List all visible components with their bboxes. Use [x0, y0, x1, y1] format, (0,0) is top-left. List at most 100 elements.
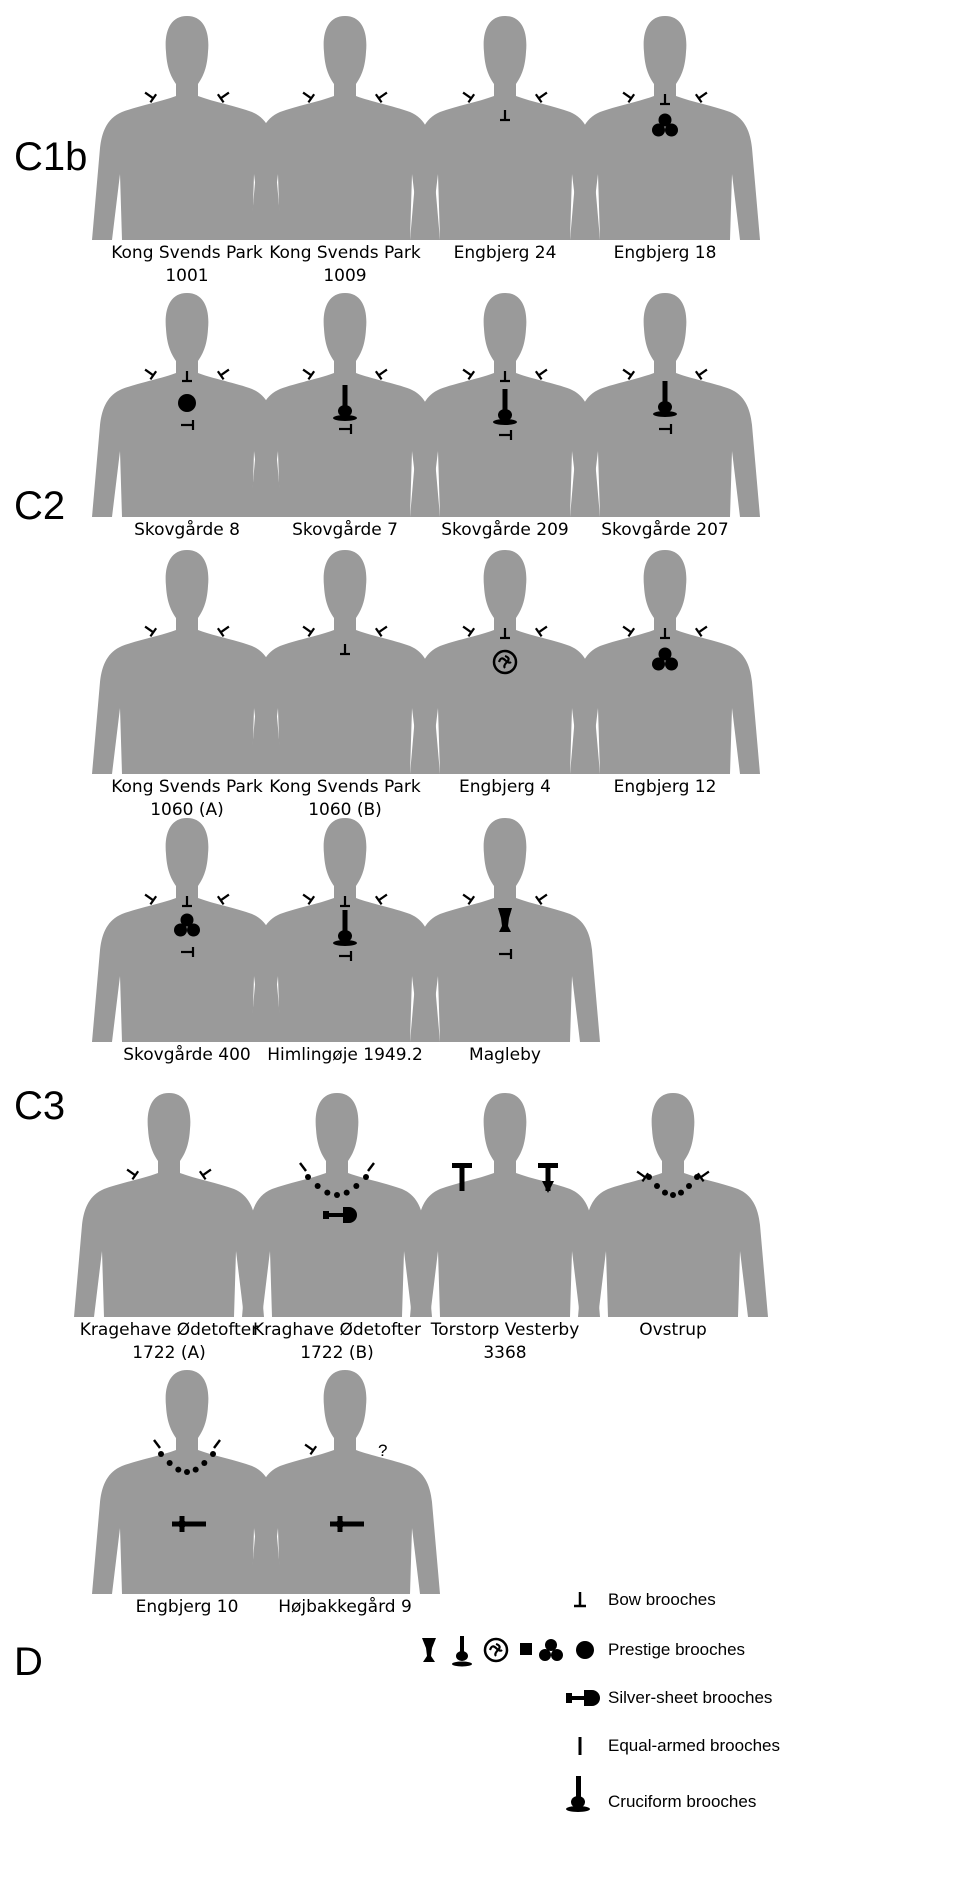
torso-silhouette [570, 293, 760, 517]
brooch-symbols [302, 368, 388, 434]
caption-line1: Engbjerg 12 [613, 777, 717, 797]
figure-caption: Skovgårde 209 [400, 519, 610, 542]
caption-line2: 1060 (A) [150, 800, 224, 820]
brooch-symbols [622, 625, 708, 671]
figure-caption: Engbjerg 10 [82, 1596, 292, 1619]
brooch-symbols [622, 91, 708, 137]
torso-silhouette [250, 550, 440, 774]
grave-figure: Skovgårde 8 [82, 285, 292, 542]
caption-line2: 1001 [165, 266, 209, 286]
figure-caption: Kragehave Ødetofter 1722 (A) [64, 1319, 274, 1365]
grave-figure: Magleby [400, 810, 610, 1067]
torso-silhouette [410, 1093, 600, 1317]
brooch-symbols [636, 1170, 710, 1198]
caption-line1: Skovgårde 8 [134, 520, 240, 540]
brooch-symbols [144, 893, 230, 957]
grave-figure: Engbjerg 4 [400, 542, 610, 799]
grave-figure: Kragehave Ødetofter 1722 (A) [64, 1085, 274, 1365]
torso-silhouette [410, 293, 600, 517]
brooch-symbols [302, 893, 388, 961]
torso-silhouette [570, 16, 760, 240]
torso-silhouette: ? [250, 1370, 440, 1594]
period-label-c2: C2 [14, 484, 66, 528]
brooch-symbols [299, 1162, 375, 1223]
legend-cruciform-icon [566, 1776, 590, 1812]
brooch-symbols: ? [304, 1441, 387, 1532]
figure-caption: Engbjerg 12 [560, 776, 770, 799]
torso-silhouette [410, 550, 600, 774]
brooch-symbols [462, 91, 548, 122]
legend-symbols [422, 1592, 600, 1812]
grave-figure: Kong Svends Park 1060 (B) [240, 542, 450, 822]
torso-silhouette [92, 550, 282, 774]
caption-line1: Højbakkegård 9 [278, 1597, 412, 1617]
torso-silhouette [578, 1093, 768, 1317]
period-label-d: D [14, 1640, 43, 1684]
grave-figure: Skovgårde 400 [82, 810, 292, 1067]
grave-figure: Engbjerg 10 [82, 1362, 292, 1619]
caption-line1: Engbjerg 4 [459, 777, 551, 797]
caption-line1: Engbjerg 18 [613, 243, 717, 263]
caption-line2: 1722 (A) [132, 1343, 206, 1363]
figure-caption: Kong Svends Park 1001 [82, 242, 292, 288]
caption-line1: Magleby [469, 1045, 541, 1065]
brooch-symbols [144, 91, 230, 104]
torso-silhouette [242, 1093, 432, 1317]
torso-silhouette [92, 293, 282, 517]
grave-figure: Engbjerg 12 [560, 542, 770, 799]
grave-figure: Engbjerg 24 [400, 8, 610, 265]
torso-silhouette [74, 1093, 264, 1317]
torso-silhouette [250, 16, 440, 240]
grave-figure: Engbjerg 18 [560, 8, 770, 265]
figure-caption: Skovgårde 8 [82, 519, 292, 542]
caption-line1: Himlingøje 1949.2 [267, 1045, 423, 1065]
figure-caption: Kraghave Ødetofter 1722 (B) [232, 1319, 442, 1365]
caption-line2: 1722 (B) [300, 1343, 374, 1363]
legend-bow-label: Bow brooches [608, 1590, 716, 1609]
grave-figure: Ovstrup [568, 1085, 778, 1342]
legend-equal-armed-icon [578, 1737, 582, 1755]
legend-prestige-label: Prestige brooches [608, 1640, 746, 1659]
brooch-symbols [462, 625, 548, 675]
torso-silhouette [92, 1370, 282, 1594]
caption-line1: Kong Svends Park [269, 777, 421, 797]
caption-line1: Skovgårde 7 [292, 520, 398, 540]
legend: Bow brooches Prestige brooches Silver-sh… [418, 1578, 938, 1878]
torso-silhouette [410, 16, 600, 240]
torso-silhouette [410, 818, 600, 1042]
legend-cruciform-label: Cruciform brooches [608, 1792, 757, 1811]
figure-caption: Højbakkegård 9 [240, 1596, 450, 1619]
brooch-symbols [144, 368, 230, 430]
question-mark: ? [378, 1441, 387, 1460]
caption-line2: 1009 [323, 266, 367, 286]
figure-caption: Skovgårde 400 [82, 1044, 292, 1067]
brooch-symbols [462, 368, 548, 440]
caption-line1: Skovgårde 207 [601, 520, 729, 540]
torso-silhouette [250, 293, 440, 517]
brooch-symbols [302, 625, 388, 656]
torso-silhouette [570, 550, 760, 774]
brooch-symbols [302, 91, 388, 104]
figure-caption: Magleby [400, 1044, 610, 1067]
brooch-symbols [462, 893, 548, 959]
figure-caption: Himlingøje 1949.2 [240, 1044, 450, 1067]
torso-silhouette [92, 818, 282, 1042]
grave-figure: Kong Svends Park 1009 [240, 8, 450, 288]
legend-equal-armed-label: Equal-armed brooches [608, 1736, 780, 1755]
grave-figure: Skovgårde 7 [240, 285, 450, 542]
legend-prestige-icons [422, 1636, 594, 1667]
caption-line1: Kragehave Ødetofter [79, 1320, 259, 1340]
period-label-c3: C3 [14, 1084, 66, 1128]
brooch-symbols [153, 1439, 221, 1532]
caption-line2: 1060 (B) [308, 800, 382, 820]
legend-silver-sheet-label: Silver-sheet brooches [608, 1688, 773, 1707]
period-label-c1b: C1b [14, 135, 88, 179]
caption-line1: Ovstrup [639, 1320, 707, 1340]
caption-line1: Kong Svends Park [269, 243, 421, 263]
grave-figure: Kraghave Ødetofter 1722 (B) [232, 1085, 442, 1365]
torso-silhouette [250, 818, 440, 1042]
caption-line1: Skovgårde 400 [123, 1045, 251, 1065]
brooch-symbols [126, 1168, 212, 1181]
caption-line1: Engbjerg 24 [453, 243, 557, 263]
caption-line1: Kong Svends Park [111, 243, 263, 263]
